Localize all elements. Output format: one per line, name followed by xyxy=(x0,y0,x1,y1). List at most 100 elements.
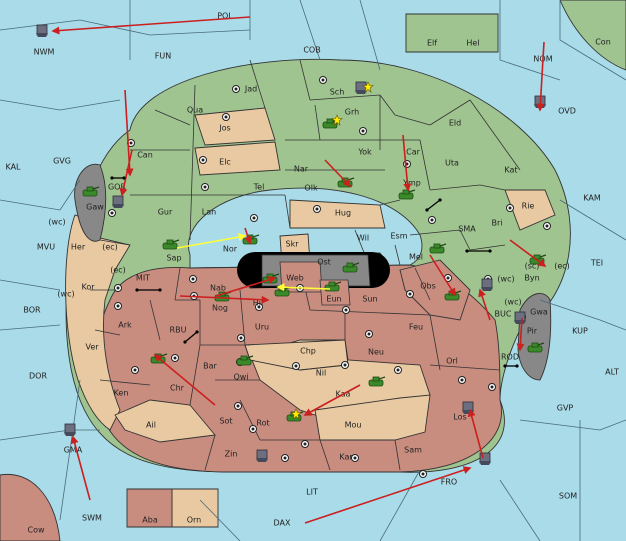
sea-border-11 xyxy=(0,429,100,441)
army-unit-0[interactable] xyxy=(82,186,100,197)
region-pir[interactable] xyxy=(517,293,552,381)
army-unit-17[interactable] xyxy=(368,376,386,387)
land-label-byn: Byn xyxy=(524,274,539,283)
land-label-orn: Orn xyxy=(187,516,202,525)
army-unit-9[interactable] xyxy=(527,342,545,353)
supply-center-35 xyxy=(351,454,359,462)
province-border-17 xyxy=(314,104,321,141)
move-order-arrow-14 xyxy=(70,435,91,501)
region-west-strip[interactable] xyxy=(65,214,131,431)
supply-center-40 xyxy=(237,334,245,342)
region-obs[interactable] xyxy=(399,259,471,321)
region-elf-hel[interactable] xyxy=(405,13,499,53)
province-border-51 xyxy=(354,229,366,256)
coast-label-extra-1: (ec) xyxy=(110,266,126,275)
land-label-nor: Nor xyxy=(223,245,238,254)
region-con[interactable] xyxy=(559,0,626,71)
supply-center-8 xyxy=(403,160,411,168)
sea-label-rbu-18: RBU xyxy=(170,326,187,335)
sea-border-19 xyxy=(499,479,541,541)
sea-label-pol-0: POL xyxy=(217,12,233,21)
sea-label-kup-20: KUP xyxy=(572,327,588,336)
land-label-hug: Hug xyxy=(335,209,351,218)
region-gaw[interactable] xyxy=(74,163,107,242)
supply-center-10 xyxy=(506,204,514,212)
land-label-nil: Nil xyxy=(316,369,326,378)
army-unit-13[interactable] xyxy=(342,262,360,273)
sea-label-kal-7: KAL xyxy=(5,163,21,172)
move-order-arrow-6 xyxy=(509,239,547,267)
army-unit-5[interactable] xyxy=(398,189,416,200)
land-label-jos: Jos xyxy=(218,124,230,133)
supply-center-5 xyxy=(313,205,321,213)
province-border-45 xyxy=(299,364,346,371)
region-jos[interactable] xyxy=(194,107,276,146)
supply-center-15 xyxy=(114,302,122,310)
army-unit-6[interactable] xyxy=(429,243,447,254)
move-order-arrow-11 xyxy=(215,276,277,297)
land-label-kor: Kor xyxy=(81,283,95,292)
fleet-unit-6[interactable] xyxy=(479,452,491,465)
region-rie[interactable] xyxy=(504,189,556,231)
sea-label-tei-16: TEI xyxy=(590,259,603,268)
province-border-0 xyxy=(189,84,196,241)
land-label-olk: Olk xyxy=(304,184,318,193)
land-label-hil: Hil xyxy=(253,299,263,308)
province-border-16 xyxy=(479,184,506,191)
province-border-8 xyxy=(379,94,396,116)
supply-center-1 xyxy=(319,76,327,84)
sea-border-10 xyxy=(0,324,61,331)
land-label-chp: Chp xyxy=(300,347,316,356)
sea-label-mvu-11: MVU xyxy=(37,243,55,252)
sea-label-gma-25: GMA xyxy=(64,446,83,455)
supply-center-26 xyxy=(171,354,179,362)
fleet-unit-4[interactable] xyxy=(514,311,526,324)
sea-border-9 xyxy=(0,279,61,291)
canal-link-2 xyxy=(184,331,198,343)
land-label-lan: Lan xyxy=(202,208,216,217)
region-aba[interactable] xyxy=(126,488,173,528)
land-label-neu: Neu xyxy=(368,348,384,357)
sea-label-wc-12: (wc) xyxy=(48,218,65,227)
province-border-35 xyxy=(429,364,501,371)
land-label-rie: Rie xyxy=(522,202,535,211)
fleet-unit-8[interactable] xyxy=(256,449,268,462)
sea-label-lit-27: LIT xyxy=(306,488,318,497)
province-border-27 xyxy=(94,329,121,336)
land-label-sam: Sam xyxy=(404,446,422,455)
supply-center-12 xyxy=(250,214,258,222)
supply-center-11 xyxy=(543,222,551,230)
sea-label-nwm-1: NWM xyxy=(34,48,55,57)
army-unit-1[interactable] xyxy=(162,239,180,250)
fleet-unit-1[interactable] xyxy=(112,195,124,208)
land-label-uta: Uta xyxy=(445,159,459,168)
land-label-sc: (sc) xyxy=(525,262,540,271)
sea-border-6 xyxy=(559,0,626,81)
region-elc[interactable] xyxy=(194,141,281,176)
supply-center-37 xyxy=(419,470,427,478)
fleet-unit-3[interactable] xyxy=(481,278,493,291)
sea-label-ovd-5: OVD xyxy=(558,107,576,116)
sea-border-12 xyxy=(59,379,81,521)
sea-label-cow-31: Cow xyxy=(27,526,44,535)
province-border-14 xyxy=(419,139,431,191)
army-unit-3[interactable] xyxy=(322,118,340,129)
land-label-gwa: Gwa xyxy=(530,308,548,317)
supply-center-0 xyxy=(232,85,240,93)
fleet-unit-5[interactable] xyxy=(64,423,76,436)
fleet-unit-0[interactable] xyxy=(36,24,48,37)
dislodged-star-1 xyxy=(331,114,343,126)
supply-center-33 xyxy=(249,425,257,433)
province-border-23 xyxy=(459,229,471,251)
army-unit-15[interactable] xyxy=(236,355,254,366)
fleet-unit-9[interactable] xyxy=(462,401,474,414)
land-label-orl: Orl xyxy=(446,357,458,366)
move-order-arrow-4 xyxy=(402,134,412,192)
province-border-21 xyxy=(379,199,401,206)
province-border-43 xyxy=(394,439,401,471)
sea-border-8 xyxy=(0,179,81,211)
sea-border-16 xyxy=(539,299,626,331)
land-label-her: Her xyxy=(71,243,86,252)
